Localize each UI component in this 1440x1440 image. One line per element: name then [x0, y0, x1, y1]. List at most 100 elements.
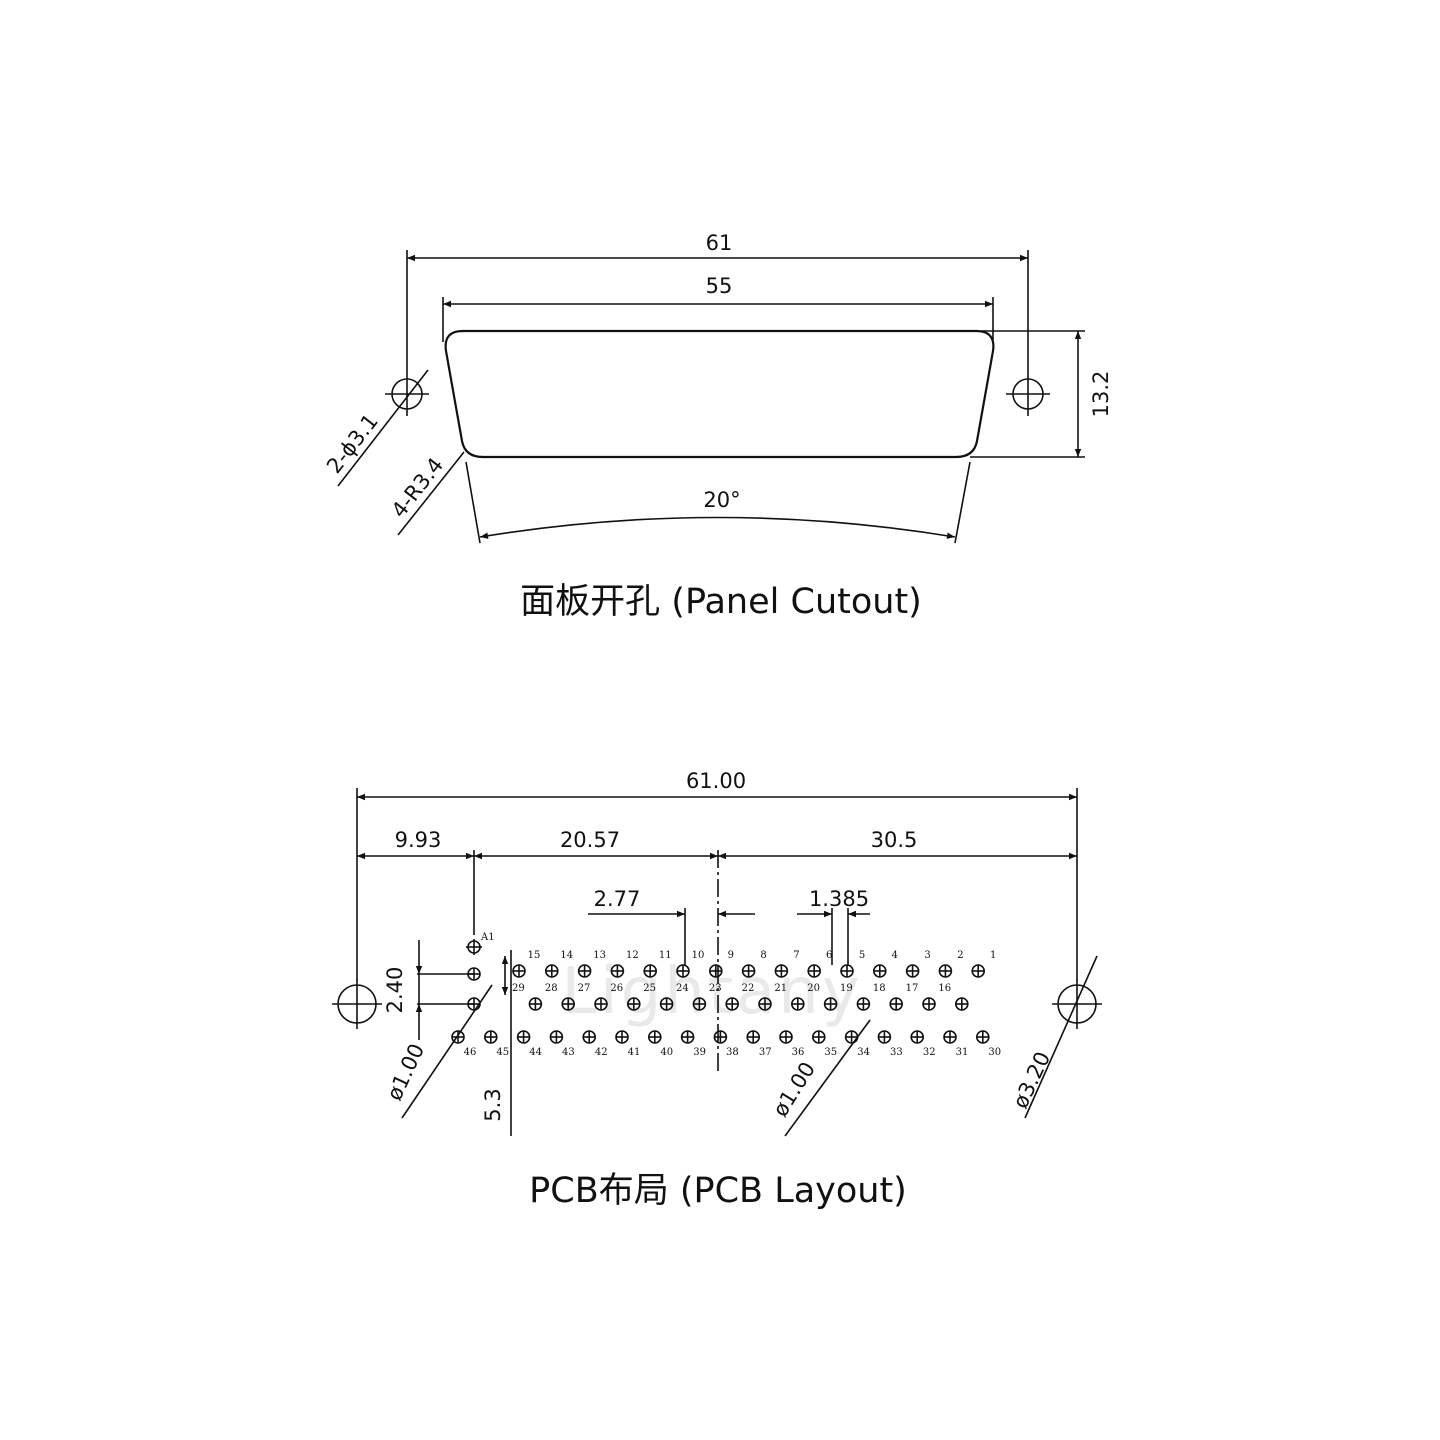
a1-marker: A1 — [466, 932, 495, 955]
leader-radius — [397, 451, 465, 536]
pin-hole — [680, 1030, 695, 1044]
dim-30-5-label: 30.5 — [871, 828, 918, 852]
pin-number: 38 — [726, 1047, 739, 1058]
pin-number: 7 — [793, 950, 799, 961]
pin-hole — [512, 964, 526, 978]
pin-hole — [807, 964, 822, 978]
pin-number: 5 — [859, 950, 865, 961]
pin-hole — [905, 964, 920, 978]
pin-number: 45 — [496, 1047, 509, 1058]
pin-hole — [659, 997, 674, 1011]
leader-hole — [337, 369, 429, 487]
dim-55-label: 55 — [706, 274, 733, 298]
pin-hole — [741, 964, 756, 978]
pin-number: 14 — [560, 950, 573, 961]
pin-hole — [713, 1030, 728, 1044]
pin-number: 9 — [728, 950, 734, 961]
pin-number: 3 — [924, 950, 930, 961]
dim-61-label: 61 — [706, 231, 733, 255]
leader-mount-hole — [1024, 955, 1098, 1119]
pin-hole — [467, 997, 481, 1011]
dim-2-40-label: 2.40 — [383, 967, 407, 1014]
pin-hole — [647, 1030, 662, 1044]
pin-number: 30 — [988, 1047, 1001, 1058]
pin-hole — [856, 997, 871, 1011]
pin-hole — [561, 997, 576, 1011]
pin-number: 31 — [956, 1047, 969, 1058]
dim-mount-hole-label: ø3.20 — [1008, 1048, 1055, 1112]
pin-hole — [844, 1030, 859, 1044]
pin-number: 13 — [593, 950, 606, 961]
pin-hole — [840, 964, 854, 978]
dim-arc-20deg — [479, 516, 956, 539]
pin-hole — [676, 964, 690, 978]
pin-hole — [872, 964, 887, 978]
pin-number: 15 — [528, 950, 541, 961]
a1-label: A1 — [480, 932, 495, 943]
mount-hole-right — [1006, 372, 1050, 416]
panel-caption: 面板开孔 (Panel Cutout) — [520, 582, 922, 622]
pin-number: 33 — [890, 1047, 903, 1058]
dim-13-2-label: 13.2 — [1089, 371, 1113, 418]
pin-number: 18 — [873, 983, 886, 994]
pin-hole — [483, 1030, 498, 1044]
pin-hole — [877, 1030, 892, 1044]
dim-pin-hole-left-label: ø1.00 — [382, 1040, 429, 1104]
pin-number: 41 — [628, 1047, 641, 1058]
pin-number: 24 — [676, 983, 689, 994]
pin-hole — [971, 964, 986, 978]
pin-number: 8 — [760, 950, 766, 961]
pin-number: 1 — [990, 950, 996, 961]
dim-radius-label: 4-R3.4 — [387, 453, 448, 522]
pin-number: 37 — [759, 1047, 772, 1058]
pin-hole — [516, 1030, 531, 1044]
pin-number: 27 — [578, 983, 591, 994]
dim-pin-hole-right-label: ø1.00 — [768, 1058, 820, 1121]
pin-hole — [692, 997, 707, 1011]
pin-number: 2 — [957, 950, 963, 961]
pin-number: 39 — [693, 1047, 706, 1058]
pin-number: 46 — [464, 1047, 477, 1058]
pin-hole — [582, 1030, 597, 1044]
pin-hole — [790, 997, 805, 1011]
pin-hole — [910, 1030, 925, 1044]
pin-number: 16 — [938, 983, 951, 994]
mount-hole-left — [385, 372, 429, 416]
panel-cutout-view: 61 55 13.2 2-ϕ3.1 4-R3.4 20° 面板开孔 (Panel… — [322, 231, 1113, 622]
pin-number: 4 — [892, 950, 898, 961]
cutout-outline — [444, 329, 995, 459]
pin-number: 44 — [529, 1047, 542, 1058]
pin-hole — [779, 1030, 793, 1044]
pin-number: 11 — [659, 950, 672, 961]
pin-hole — [811, 1030, 826, 1044]
pin-number: 29 — [512, 983, 525, 994]
pin-hole — [544, 964, 559, 978]
pin-number: 10 — [692, 950, 705, 961]
dim-1-385-label: 1.385 — [809, 887, 869, 911]
pcb-layout-view: Lightany — [332, 769, 1102, 1211]
pin-number: 25 — [643, 983, 656, 994]
pin-number: 40 — [660, 1047, 673, 1058]
leader-pin-hole-left — [401, 984, 493, 1119]
pin-hole — [615, 1030, 629, 1044]
pin-number: 26 — [610, 983, 623, 994]
pin-hole — [889, 997, 904, 1011]
pin-number: 6 — [826, 950, 832, 961]
pin-hole — [725, 997, 740, 1011]
pin-hole — [746, 1030, 761, 1044]
dim-9-93-label: 9.93 — [395, 828, 442, 852]
pin-hole — [577, 964, 592, 978]
pin-hole — [549, 1030, 564, 1044]
pcb-caption: PCB布局 (PCB Layout) — [529, 1171, 907, 1211]
pin-number: 34 — [857, 1047, 870, 1058]
pin-number: 36 — [792, 1047, 805, 1058]
pin-hole — [610, 964, 625, 978]
dim-5-3-label: 5.3 — [481, 1088, 505, 1121]
pin-number: 19 — [840, 983, 853, 994]
pin-hole — [954, 997, 969, 1011]
pin-hole — [626, 997, 641, 1011]
pin-hole — [451, 1030, 465, 1044]
pin-hole — [467, 967, 481, 981]
pin-number: 35 — [824, 1047, 837, 1058]
